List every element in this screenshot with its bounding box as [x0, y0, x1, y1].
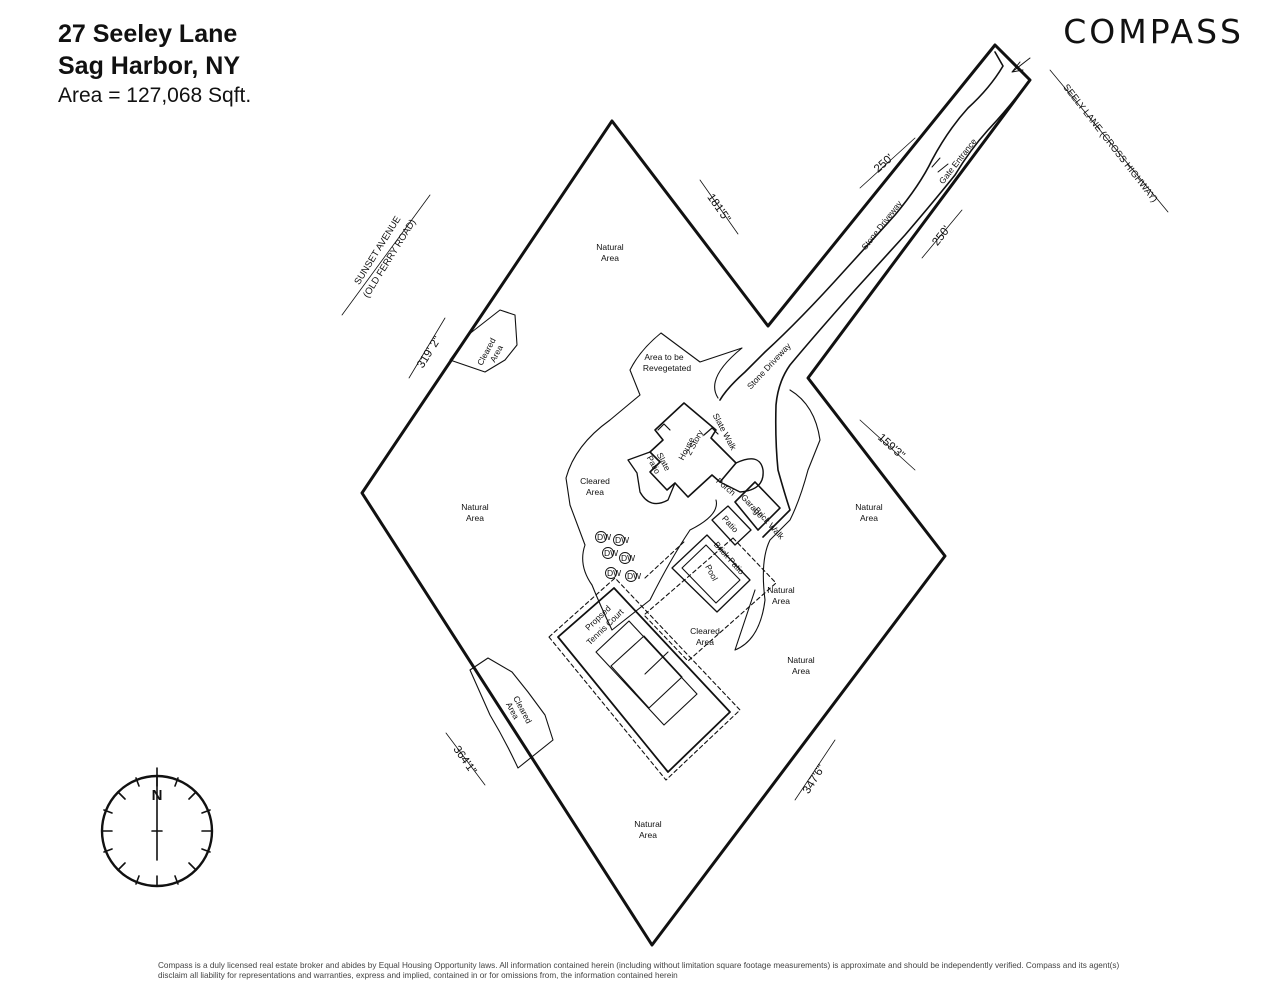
cleared-area-south: Area	[696, 637, 714, 647]
tennis-court-lines	[595, 620, 698, 726]
natural-area-east: Area	[860, 513, 878, 523]
dim-arrow-3476	[794, 739, 836, 801]
natural-area-outline	[734, 389, 821, 651]
dw-label: DW	[615, 535, 629, 545]
porch-label: Porch	[714, 476, 738, 498]
cleared-area-center: Area	[586, 487, 604, 497]
dim-arrow-1815	[699, 179, 739, 235]
cleared-area-south: Cleared	[690, 626, 720, 636]
lot-area: Area = 127,068 Sqft.	[58, 84, 252, 107]
natural-area-southeast: Natural	[787, 655, 815, 665]
gate-mark	[931, 157, 949, 173]
natural-area-north: Area	[601, 253, 619, 263]
address-city: Sag Harbor, NY	[58, 52, 240, 80]
natural-area-south: Natural	[634, 819, 662, 829]
dim-arrow-3641	[445, 732, 486, 786]
cleared-area-center: Cleared	[580, 476, 610, 486]
garage-outline	[734, 481, 781, 531]
pool-label: Pool	[703, 563, 720, 583]
dim-arrow-250b	[921, 209, 963, 259]
dw-label: DW	[607, 568, 621, 578]
dry-well-markers	[595, 531, 637, 582]
cleared-area-outline	[565, 332, 743, 631]
dw-label: DW	[604, 548, 618, 558]
dim-3476: 347'6"	[801, 763, 828, 796]
patio-outline	[711, 505, 752, 546]
dim-arrow-sunset	[341, 194, 431, 316]
natural-area-west: Area	[466, 513, 484, 523]
tennis-court-outline	[557, 587, 731, 773]
legal-disclaimer: Compass is a duly licensed real estate b…	[158, 961, 1120, 980]
dw-label: DW	[627, 571, 641, 581]
address-street: 27 Seeley Lane	[58, 20, 238, 48]
dim-arrow-3192	[408, 317, 446, 379]
compass-rose	[100, 767, 214, 888]
pool-outline	[681, 544, 741, 604]
entry-arrow	[1011, 57, 1031, 73]
brick-patio-outline	[671, 534, 751, 613]
dw-label: DW	[621, 553, 635, 563]
driveway-edge-left	[719, 51, 1004, 401]
cleared-area-nw	[449, 309, 518, 373]
property-boundary	[360, 43, 1032, 947]
house-bay	[719, 458, 764, 493]
dim-1815: 181'5"	[704, 192, 732, 225]
tennis-court-area	[548, 577, 741, 781]
natural-area-center: Area	[772, 596, 790, 606]
dim-1593: 159'3"	[875, 432, 907, 462]
driveway-edge-right	[762, 89, 1023, 538]
natural-area-east: Natural	[855, 502, 883, 512]
house-chimney	[657, 423, 719, 436]
dim-arrow-250a	[859, 137, 916, 189]
dim-arrow-1593	[859, 419, 916, 471]
slate-patio-outline	[627, 451, 676, 505]
compass-north-label: N	[152, 787, 163, 804]
compass-logo: COMPASS	[1063, 12, 1244, 51]
dim-3192: 319' 2"	[415, 334, 444, 370]
dim-250b: 250'	[930, 224, 953, 248]
natural-area-center: Natural	[767, 585, 795, 595]
house-footprint	[649, 402, 737, 498]
pool-fence	[643, 537, 777, 662]
natural-area-west: Natural	[461, 502, 489, 512]
dim-3641: 364'1"	[450, 744, 478, 777]
revegetate-label: Revegetated	[643, 363, 691, 373]
revegetate-label: Area to be	[644, 352, 683, 362]
natural-area-southeast: Area	[792, 666, 810, 676]
natural-area-south: Area	[639, 830, 657, 840]
property-header: 27 Seeley Lane Sag Harbor, NY Area = 127…	[58, 18, 251, 110]
brick-walk-label: Brick Walk	[752, 505, 787, 542]
seely-lane-label: SEELY LANE (CROSS HIGHWAY)	[1060, 82, 1159, 205]
cleared-area-sw	[469, 657, 554, 769]
dw-label: DW	[597, 532, 611, 542]
dim-arrow-seely	[1049, 69, 1169, 213]
natural-area-north: Natural	[596, 242, 624, 252]
